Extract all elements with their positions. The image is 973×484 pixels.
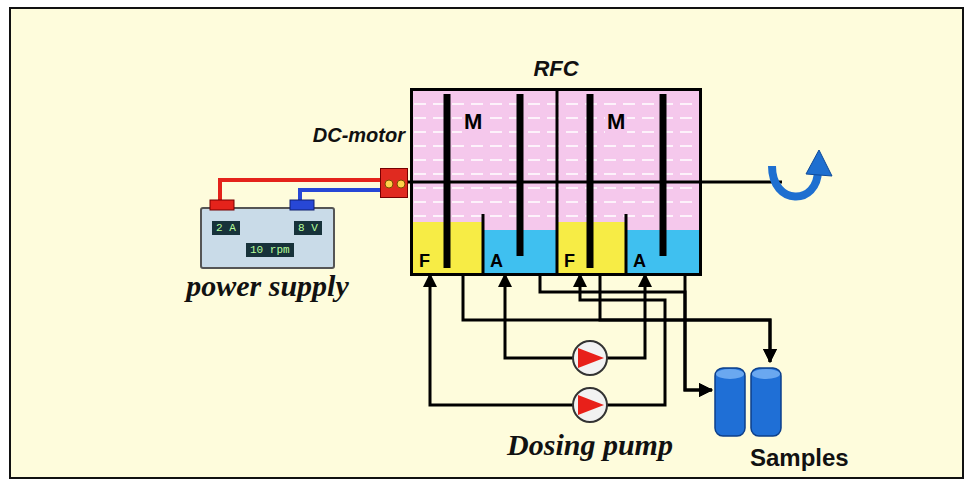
speed-display: 10 rpm: [246, 243, 294, 257]
tube-top: [716, 369, 744, 379]
shaft: [410, 181, 702, 184]
dosing-pump: Dosing pump: [568, 338, 612, 426]
rotation-arrowhead: [806, 150, 832, 176]
rfc-tank: RFCFAFA: [410, 88, 702, 276]
tube-top: [752, 369, 780, 379]
feed-compartment: F: [413, 224, 482, 274]
sample-tubes: Samples: [712, 362, 792, 442]
node-shape: [410, 88, 702, 276]
pump-rotor: [578, 348, 604, 368]
compartment-letter: F: [419, 251, 430, 272]
pump-body: [573, 388, 607, 422]
current-display: 2 A: [212, 221, 240, 235]
flow-line: [463, 274, 770, 362]
flow-line: [580, 274, 665, 405]
compartment-letter: A: [633, 251, 646, 272]
feed-compartment: F: [558, 224, 625, 274]
node-shape: [712, 362, 792, 442]
reactor-title: RFC: [533, 56, 578, 82]
anode-compartment: A: [484, 224, 555, 274]
chamber-label: M: [605, 110, 627, 134]
pump-rotor: [578, 395, 604, 415]
node-shape: [568, 338, 612, 426]
sample-tube: [715, 368, 745, 436]
pump-body: [573, 341, 607, 375]
dc-motor-block: DC-motor: [380, 168, 408, 198]
node-shape: [381, 169, 409, 199]
compartment-wall: [482, 214, 485, 275]
flow-line: [612, 274, 645, 358]
baffle: [660, 94, 667, 256]
voltage-display: 8 V: [294, 221, 322, 235]
motor-contact: [385, 180, 393, 188]
anode-compartment: A: [627, 224, 698, 274]
panel: [10, 8, 963, 478]
compartment-wall: [625, 214, 628, 275]
compartment-letter: A: [490, 251, 503, 272]
shaft: [700, 181, 782, 184]
flow-line: [540, 274, 712, 390]
tank-outline: [412, 90, 701, 275]
negative-terminal: [290, 200, 314, 210]
device-label: Dosing pump: [507, 428, 673, 462]
power-supply-unit: 2 A8 V10 rpmpower supply: [200, 207, 335, 269]
motor-contact: [397, 180, 405, 188]
device-label: power supply: [186, 269, 349, 303]
baffle: [517, 94, 524, 256]
sample-tube: [751, 368, 781, 436]
device-label: DC-motor: [313, 124, 405, 147]
flow-line: [505, 274, 568, 358]
flow-line: [430, 274, 568, 405]
positive-terminal: [210, 200, 234, 210]
flow-line: [685, 274, 712, 390]
node-shape: [202, 209, 337, 271]
device-label: Samples: [750, 444, 849, 472]
compartment-letter: F: [564, 251, 575, 272]
chamber-label: M: [462, 110, 484, 134]
